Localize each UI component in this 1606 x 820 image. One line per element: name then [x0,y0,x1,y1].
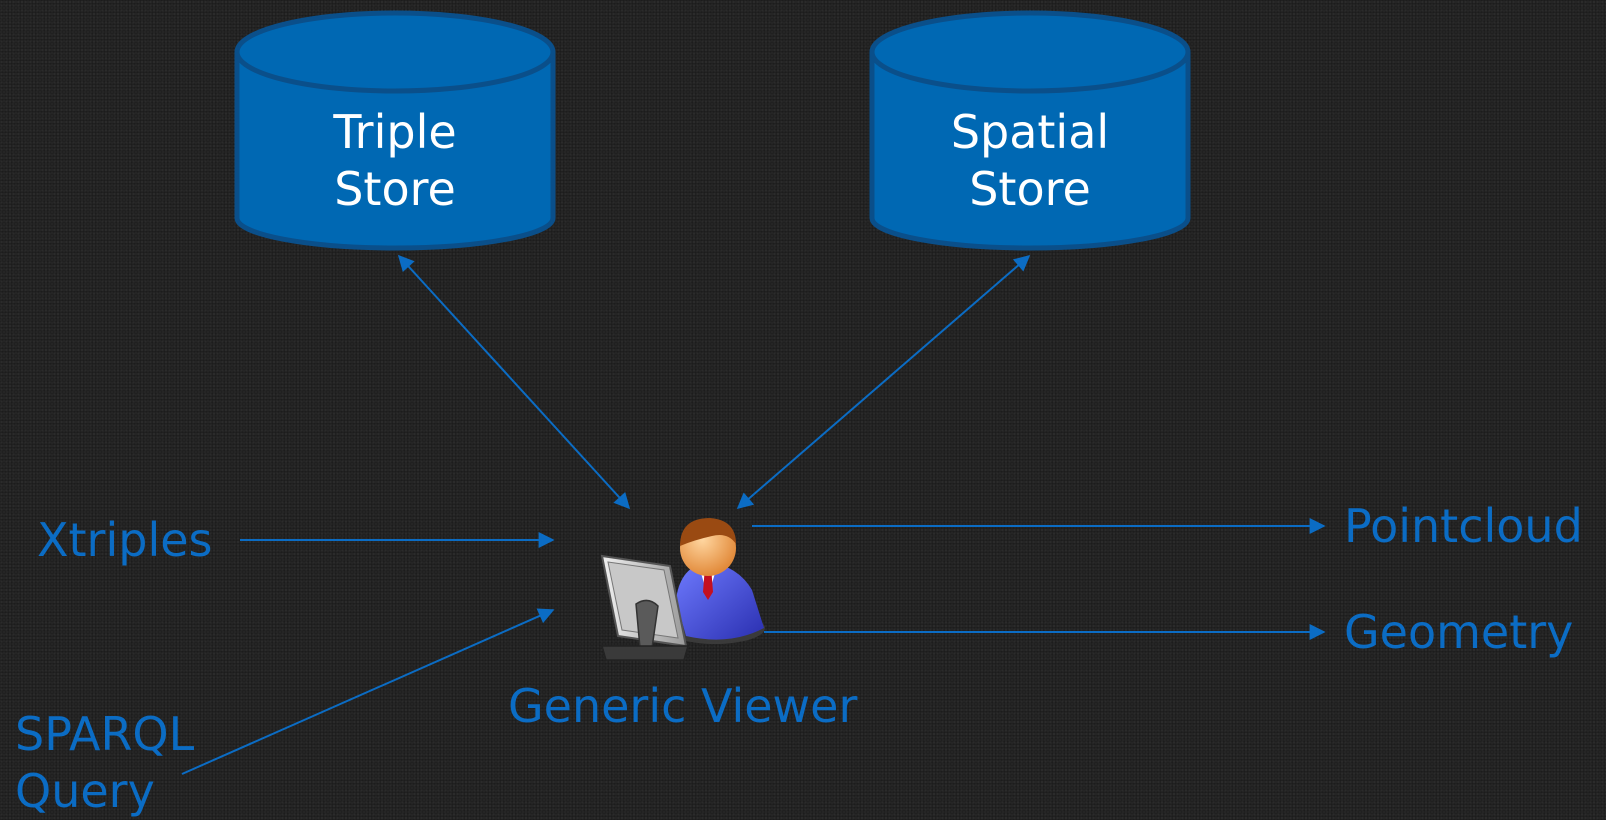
spatial-store-label-line2: Store [969,162,1091,216]
sparql-query-label-line1: SPARQL [15,707,195,761]
generic-viewer-label: Generic Viewer [508,679,858,733]
spatial-store-label-line1: Spatial [950,105,1110,159]
triple-store-connection-arrow [397,254,631,510]
spatial-store-connection-arrow [736,254,1031,510]
sparql-query-label: SPARQL Query [15,706,194,820]
triple-store-label: Triple Store [247,104,543,218]
sparql-input-arrow [181,608,555,775]
pointcloud-label: Pointcloud [1344,499,1583,553]
triple-store-database-icon [234,10,556,251]
user-at-computer-icon [600,518,765,661]
spatial-store-label: Spatial Store [882,104,1178,218]
xtriples-label: Xtriples [37,513,213,567]
triple-store-label-line1: Triple [333,105,457,159]
sparql-query-label-line2: Query [15,764,155,818]
geometry-label: Geometry [1344,605,1574,659]
triple-store-label-line2: Store [334,162,456,216]
spatial-store-database-icon [869,10,1191,251]
